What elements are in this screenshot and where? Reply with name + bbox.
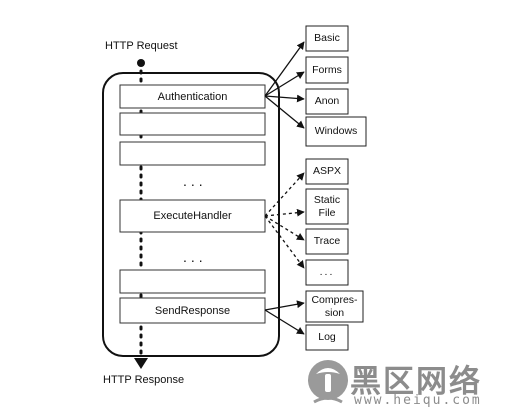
ext-box-static-file [305, 188, 349, 225]
arrow-handler-trace [264, 215, 305, 241]
ext-label-compression: Compres- sion [311, 294, 358, 319]
stage-box-executehandler [119, 199, 266, 233]
site-watermark: 黑区网络 www.heiqu.com [304, 356, 510, 413]
stage-label-executehandler: ExecuteHandler [153, 210, 232, 222]
stage-label-sendresponse: SendResponse [154, 304, 231, 317]
ext-box-ellipsis [305, 259, 349, 286]
ext-label-trace: Trace [313, 235, 341, 248]
watermark-text: 黑区网络 [350, 364, 482, 400]
ext-box-anon [305, 88, 349, 115]
pipeline-ellipsis-top: ... [183, 173, 207, 189]
arrow-handler-ellipsis [264, 215, 305, 269]
request-entry-dot [137, 59, 145, 67]
ext-box-trace [305, 228, 349, 255]
ext-box-forms [305, 56, 349, 84]
ext-box-basic [305, 25, 349, 52]
watermark-logo-icon [308, 360, 348, 404]
response-arrowhead [134, 358, 148, 369]
stage-box-empty-2 [119, 141, 266, 166]
arrow-handler-aspx [264, 172, 305, 217]
arrow-send-compression [264, 300, 305, 311]
arrow-handler-static-file [264, 208, 305, 217]
arrow-send-log [264, 309, 305, 335]
arrow-auth-windows [264, 95, 305, 129]
ext-label-aspx: ASPX [312, 165, 341, 178]
pipeline-ellipsis-mid: ... [183, 249, 207, 265]
stage-box-empty-3 [119, 269, 266, 294]
arrow-auth-forms [264, 71, 305, 97]
ext-box-aspx [305, 158, 349, 185]
arrow-auth-basic [264, 41, 305, 97]
ext-box-windows [305, 116, 367, 147]
ext-box-log [305, 324, 349, 351]
ext-box-compression [305, 290, 364, 323]
http-request-label: HTTP Request [105, 40, 178, 52]
ext-label-windows: Windows [314, 125, 358, 138]
arrow-auth-anon [264, 94, 305, 103]
watermark-url: www.heiqu.com [354, 393, 482, 408]
stage-label-authentication: Authentication [157, 90, 228, 103]
stage-box-empty-1 [119, 112, 266, 136]
ext-label-basic: Basic [314, 32, 340, 45]
ext-label-ellipsis: ... [319, 266, 335, 279]
http-response-label: HTTP Response [103, 374, 185, 386]
ext-label-forms: Forms [312, 63, 342, 76]
ext-label-static-file: Static File [313, 194, 341, 219]
ext-label-log: Log [318, 331, 336, 344]
ext-label-anon: Anon [314, 95, 340, 108]
